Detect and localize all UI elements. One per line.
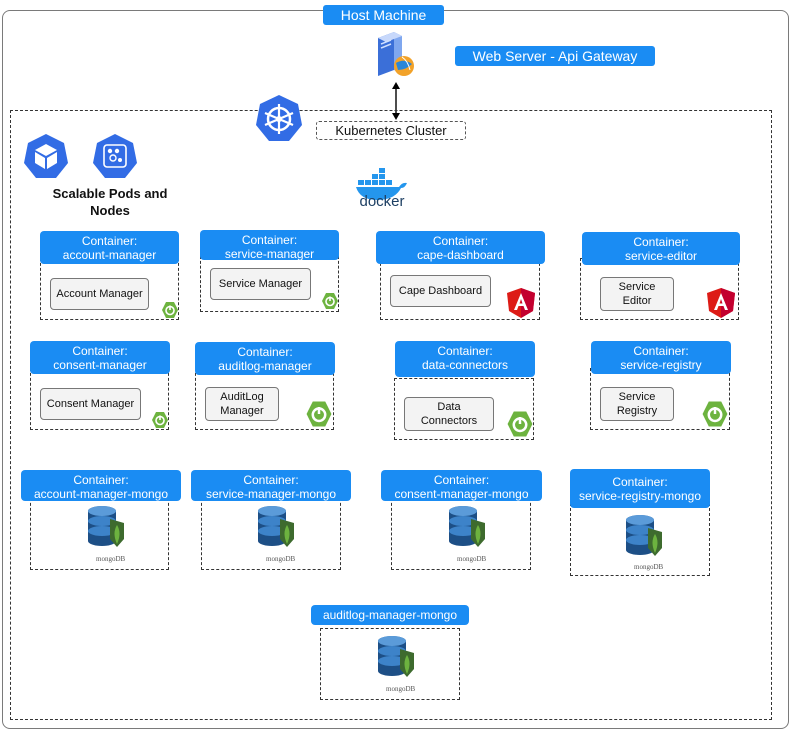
- spring-boot-icon: [161, 301, 179, 319]
- container-cape-dashboard-header: Container: cape-dashboard: [376, 231, 545, 264]
- service-name-line1: Service: [618, 281, 656, 293]
- container-name: cape-dashboard: [417, 248, 504, 262]
- mongodb-icon: [86, 505, 132, 557]
- service-name-line2: Registry: [616, 405, 658, 417]
- mongodb-label: mongoDB: [386, 685, 416, 693]
- spring-boot-icon: [321, 292, 339, 310]
- container-consent-manager-header: Container: consent-manager: [30, 341, 170, 374]
- service-name-line2: Manager: [220, 405, 264, 417]
- service-name-line1: AuditLog: [220, 391, 264, 403]
- angular-icon: [507, 288, 535, 318]
- mongodb-label: mongoDB: [266, 555, 296, 563]
- container-name: consent-manager: [53, 358, 147, 372]
- mongodb-label: mongoDB: [634, 563, 664, 571]
- container-name: account-manager-mongo: [33, 487, 169, 501]
- service-cape-dashboard: Cape Dashboard: [390, 275, 491, 307]
- container-title-prefix: Container:: [241, 233, 298, 247]
- container-name: data-connectors: [421, 358, 509, 372]
- container-title-prefix: Container:: [432, 234, 489, 248]
- container-title-prefix: Container:: [73, 473, 129, 487]
- container-name: service-manager: [224, 247, 315, 261]
- container-name: consent-manager-mongo: [394, 487, 529, 501]
- web-server-icon: [372, 30, 416, 80]
- service-account-manager: Account Manager: [50, 278, 149, 310]
- web-server-api-gateway-label: Web Server - Api Gateway: [455, 46, 655, 66]
- spring-boot-icon: [151, 411, 169, 429]
- kubernetes-cluster-label: Kubernetes Cluster: [316, 121, 466, 140]
- container-service-manager-header: Container: service-manager: [200, 230, 339, 261]
- spring-boot-icon: [305, 400, 333, 428]
- container-name: auditlog-manager: [218, 359, 312, 373]
- container-name: service-editor: [624, 249, 698, 263]
- service-name-line2: Editor: [622, 295, 652, 307]
- host-machine-title: Host Machine: [323, 5, 444, 25]
- spring-boot-icon: [701, 400, 729, 428]
- kubernetes-icon: [254, 93, 304, 143]
- container-title-prefix: Container:: [633, 344, 689, 358]
- pod-icon: [23, 133, 69, 179]
- container-title-prefix: Container:: [633, 235, 689, 249]
- container-title-prefix: Container:: [72, 344, 128, 358]
- service-auditlog-manager: AuditLog Manager: [205, 387, 279, 421]
- service-service-manager: Service Manager: [210, 268, 311, 300]
- service-consent-manager: Consent Manager: [40, 388, 141, 420]
- container-title-prefix: Container:: [243, 473, 299, 487]
- service-name-line1: Data: [437, 401, 461, 413]
- container-auditlog-manager-header: Container: auditlog-manager: [195, 342, 335, 375]
- container-name: service-manager-mongo: [205, 487, 337, 501]
- angular-icon: [707, 288, 735, 318]
- mongodb-icon: [376, 635, 422, 687]
- container-account-manager-mongo-header: Container: account-manager-mongo: [21, 470, 181, 501]
- service-name-line1: Service: [618, 391, 656, 403]
- container-service-registry-header: Container: service-registry: [591, 341, 731, 374]
- container-data-connectors-header: Container: data-connectors: [395, 341, 535, 377]
- service-name-line2: Connectors: [420, 415, 478, 427]
- spring-boot-icon: [506, 410, 534, 438]
- container-name: service-registry-mongo: [578, 489, 702, 503]
- container-name: service-registry: [620, 358, 702, 372]
- container-service-manager-mongo-header: Container: service-manager-mongo: [191, 470, 351, 501]
- container-auditlog-manager-mongo-header: auditlog-manager-mongo: [311, 605, 469, 625]
- container-account-manager-header: Container: account-manager: [40, 231, 179, 264]
- service-data-connectors: Data Connectors: [404, 397, 494, 431]
- service-service-registry: Service Registry: [600, 387, 674, 421]
- mongodb-icon: [447, 505, 493, 557]
- container-name: account-manager: [62, 248, 157, 262]
- container-service-editor-header: Container: service-editor: [582, 232, 740, 265]
- mongodb-icon: [624, 514, 670, 566]
- mongodb-icon: [256, 505, 302, 557]
- scalable-pods-nodes-label: Scalable Pods and Nodes: [52, 186, 168, 218]
- container-title-prefix: Container:: [433, 473, 490, 487]
- container-title-prefix: Container:: [437, 344, 493, 358]
- docker-logo: [355, 168, 411, 212]
- container-title-prefix: Container:: [612, 475, 668, 489]
- container-consent-manager-mongo-header: Container: consent-manager-mongo: [381, 470, 542, 501]
- container-title-prefix: Container:: [237, 345, 293, 359]
- container-service-registry-mongo-header: Container: service-registry-mongo: [570, 469, 710, 508]
- docker-label: docker: [359, 193, 405, 210]
- mongodb-label: mongoDB: [96, 555, 126, 563]
- kubernetes-cluster-boundary: [10, 110, 772, 720]
- service-service-editor: Service Editor: [600, 277, 674, 311]
- container-title-prefix: Container:: [81, 234, 138, 248]
- mongodb-label: mongoDB: [457, 555, 487, 563]
- node-icon: [92, 133, 138, 179]
